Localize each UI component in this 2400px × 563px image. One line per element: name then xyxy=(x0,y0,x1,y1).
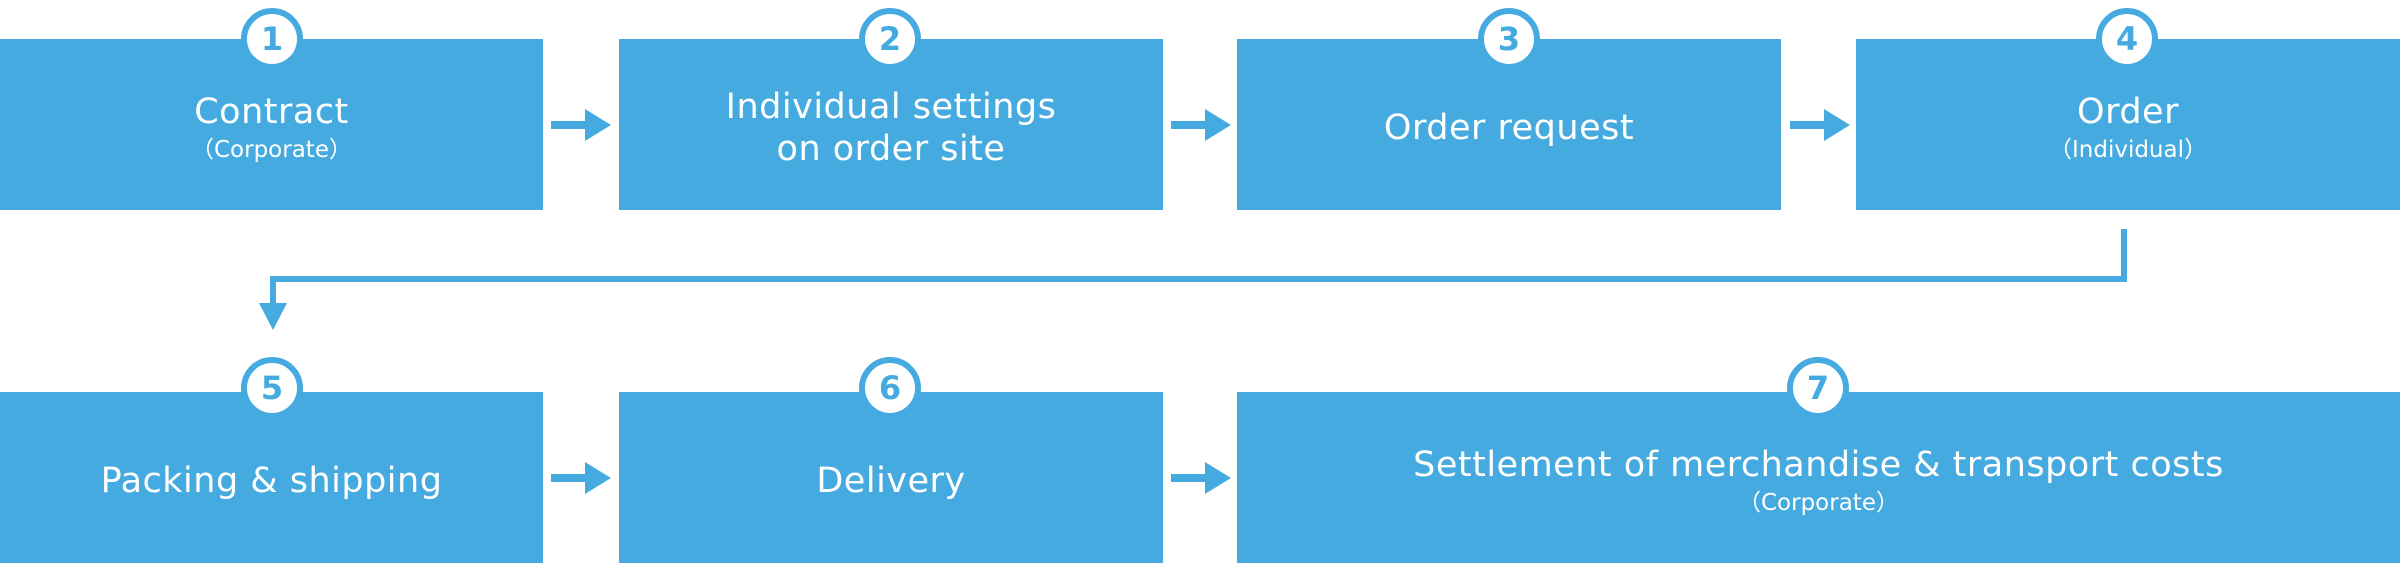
step-6-title: Delivery xyxy=(816,460,966,501)
step-5-box: Packing & shipping xyxy=(0,392,543,563)
step-2-number-badge: 2 xyxy=(859,8,921,70)
step-1-title: Contract xyxy=(194,91,349,132)
step-7-box: Settlement of merchandise & transport co… xyxy=(1237,392,2400,563)
step-2-title: Individual settings on order site xyxy=(725,86,1057,169)
step-6-number-badge: 6 xyxy=(859,357,921,419)
step-4-number-badge: 4 xyxy=(2096,8,2158,70)
step-1-number-badge: 1 xyxy=(241,8,303,70)
arrow-right-icon xyxy=(1790,107,1850,143)
step-3-number-badge: 3 xyxy=(1478,8,1540,70)
step-4-title: Order xyxy=(2077,91,2179,132)
arrow-right-icon xyxy=(1171,107,1231,143)
step-5-number-badge: 5 xyxy=(241,357,303,419)
arrow-right-icon xyxy=(551,107,611,143)
step-1-subtitle: （Corporate） xyxy=(191,136,352,163)
step-5-title: Packing & shipping xyxy=(100,460,443,501)
step-7-title: Settlement of merchandise & transport co… xyxy=(1413,444,2224,485)
arrow-right-icon xyxy=(551,460,611,496)
step-3-title: Order request xyxy=(1383,107,1635,148)
step-4-subtitle: （Individual） xyxy=(2048,136,2207,163)
step-7-number-badge: 7 xyxy=(1787,357,1849,419)
step-7-subtitle: （Corporate） xyxy=(1738,489,1899,516)
arrow-right-icon xyxy=(1171,460,1231,496)
step-6-box: Delivery xyxy=(619,392,1163,563)
